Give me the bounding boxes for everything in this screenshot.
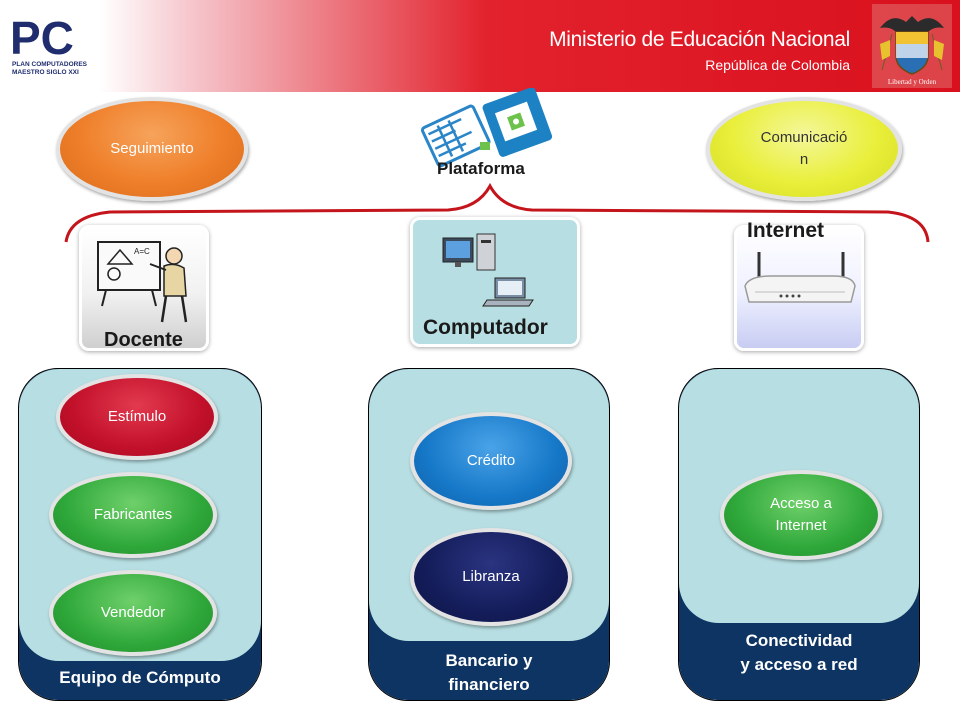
acceso-internet-bubble: Acceso a Internet <box>720 470 882 560</box>
plan-computadores-logo: PC PLAN COMPUTADORES MAESTRO SIGLO XXI <box>10 12 88 76</box>
header-band <box>100 0 960 92</box>
bancario-label-line-2: financiero <box>448 675 530 694</box>
acceso-internet-label: Acceso a Internet <box>770 493 832 537</box>
estimulo-label: Estímulo <box>107 408 167 425</box>
comunicacion-label-line-1: Comunicació <box>760 129 848 146</box>
comunicacion-label-line-2: n <box>799 151 809 168</box>
logo-small-text-1: PLAN COMPUTADORES <box>12 61 88 68</box>
equipo-label: Equipo de Cómputo <box>59 668 221 687</box>
computador-label: Computador <box>423 316 548 339</box>
vendedor-bubble: Vendedor <box>49 570 217 656</box>
internet-label: Internet <box>747 219 825 242</box>
platform-icon <box>420 88 553 168</box>
libranza-bubble: Libranza <box>410 528 572 626</box>
credito-bubble: Crédito <box>410 412 572 510</box>
ministry-title: Ministerio de Educación Nacional <box>549 28 850 51</box>
logo-big-text: PC <box>10 12 74 64</box>
bracket-connector <box>64 182 930 243</box>
seguimiento-label: Seguimiento <box>110 140 194 157</box>
coat-of-arms-icon: Libertad y Orden <box>872 4 952 88</box>
fabricantes-bubble: Fabricantes <box>49 472 217 558</box>
acceso-internet-label-line-1: Acceso a <box>770 495 832 512</box>
conectividad-label: Conectividad y acceso a red <box>679 629 919 677</box>
internet-tile <box>734 225 864 351</box>
header: PC PLAN COMPUTADORES MAESTRO SIGLO XXI M… <box>0 0 960 92</box>
acceso-internet-label-line-2: Internet <box>775 517 827 534</box>
computer-icon <box>442 233 534 307</box>
vendedor-label: Vendedor <box>100 604 166 621</box>
coat-motto-text: Libertad y Orden <box>888 78 937 86</box>
seguimiento-bubble: Seguimiento <box>56 97 248 201</box>
svg-text:A=C: A=C <box>134 247 150 256</box>
comunicacion-bubble: Comunicació n <box>706 97 902 201</box>
computador-tile <box>410 217 580 347</box>
bancario-label-line-1: Bancario y <box>445 651 533 670</box>
bancario-label: Bancario y financiero <box>369 649 609 697</box>
conectividad-label-line-2: y acceso a red <box>740 655 858 674</box>
docente-tile: A=C <box>79 225 209 351</box>
teacher-icon: A=C <box>97 241 188 323</box>
plataforma-label: Plataforma <box>437 159 525 178</box>
conectividad-label-line-1: Conectividad <box>745 631 853 650</box>
docente-label: Docente <box>104 329 183 351</box>
router-icon <box>744 252 856 303</box>
credito-label: Crédito <box>466 452 516 469</box>
fabricantes-label: Fabricantes <box>93 506 173 523</box>
ministry-subtitle: República de Colombia <box>705 57 850 73</box>
libranza-label: Libranza <box>462 568 520 585</box>
comunicacion-label: Comunicació n <box>761 127 848 171</box>
estimulo-bubble: Estímulo <box>56 374 218 460</box>
logo-small-text-2: MAESTRO SIGLO XXI <box>12 69 79 76</box>
